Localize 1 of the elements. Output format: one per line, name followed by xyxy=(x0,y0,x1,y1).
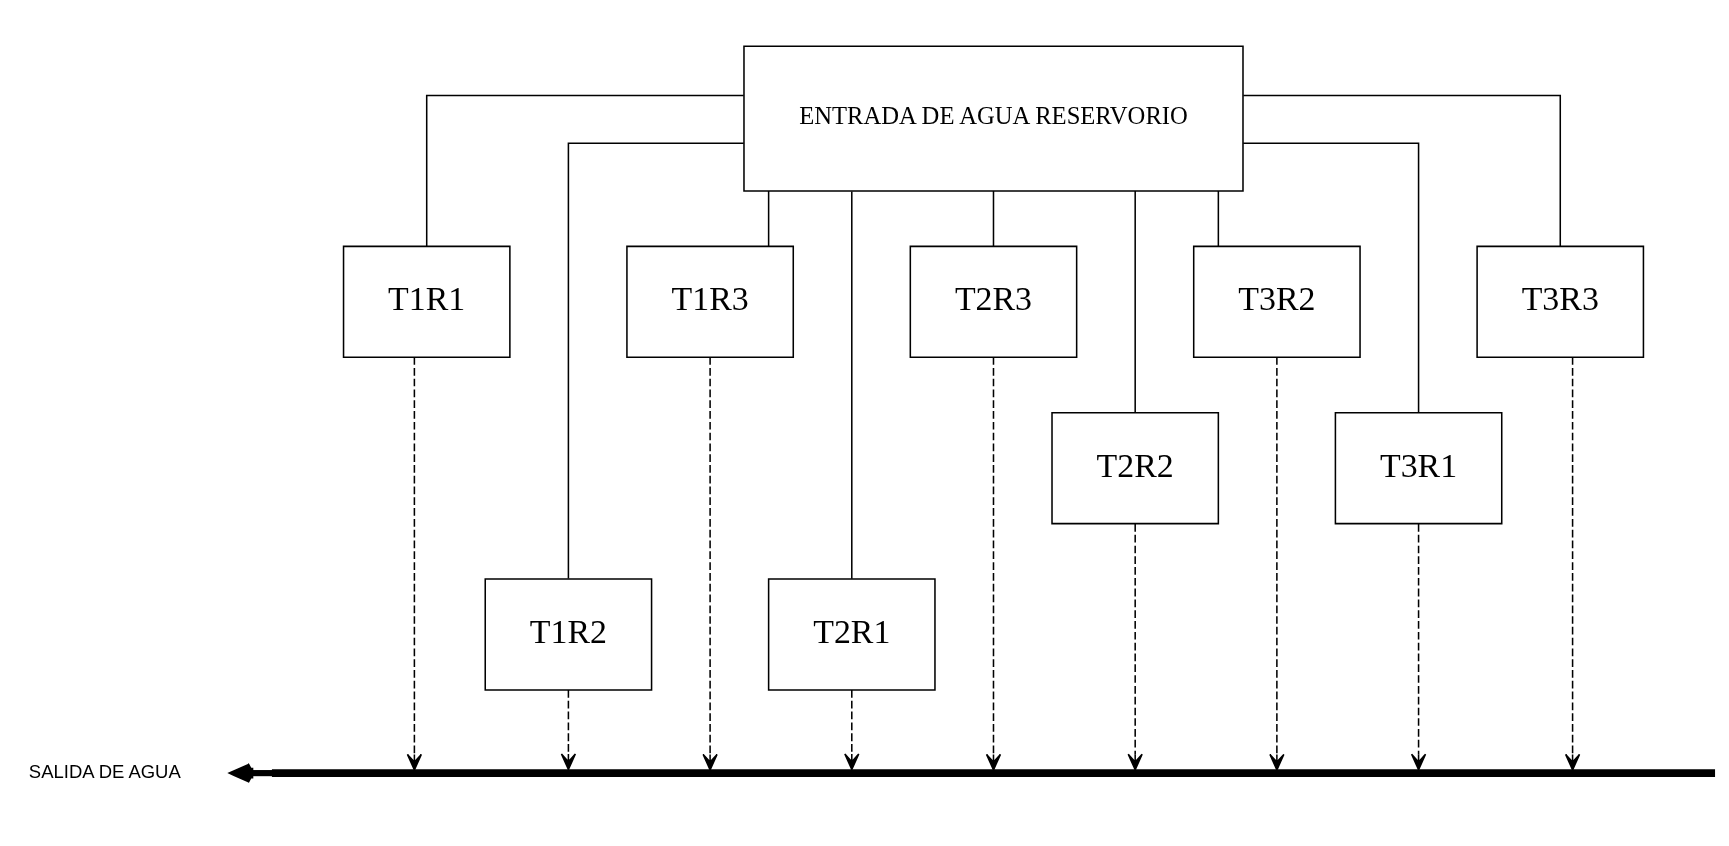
label: SALIDA DE AGUA xyxy=(28,760,181,782)
